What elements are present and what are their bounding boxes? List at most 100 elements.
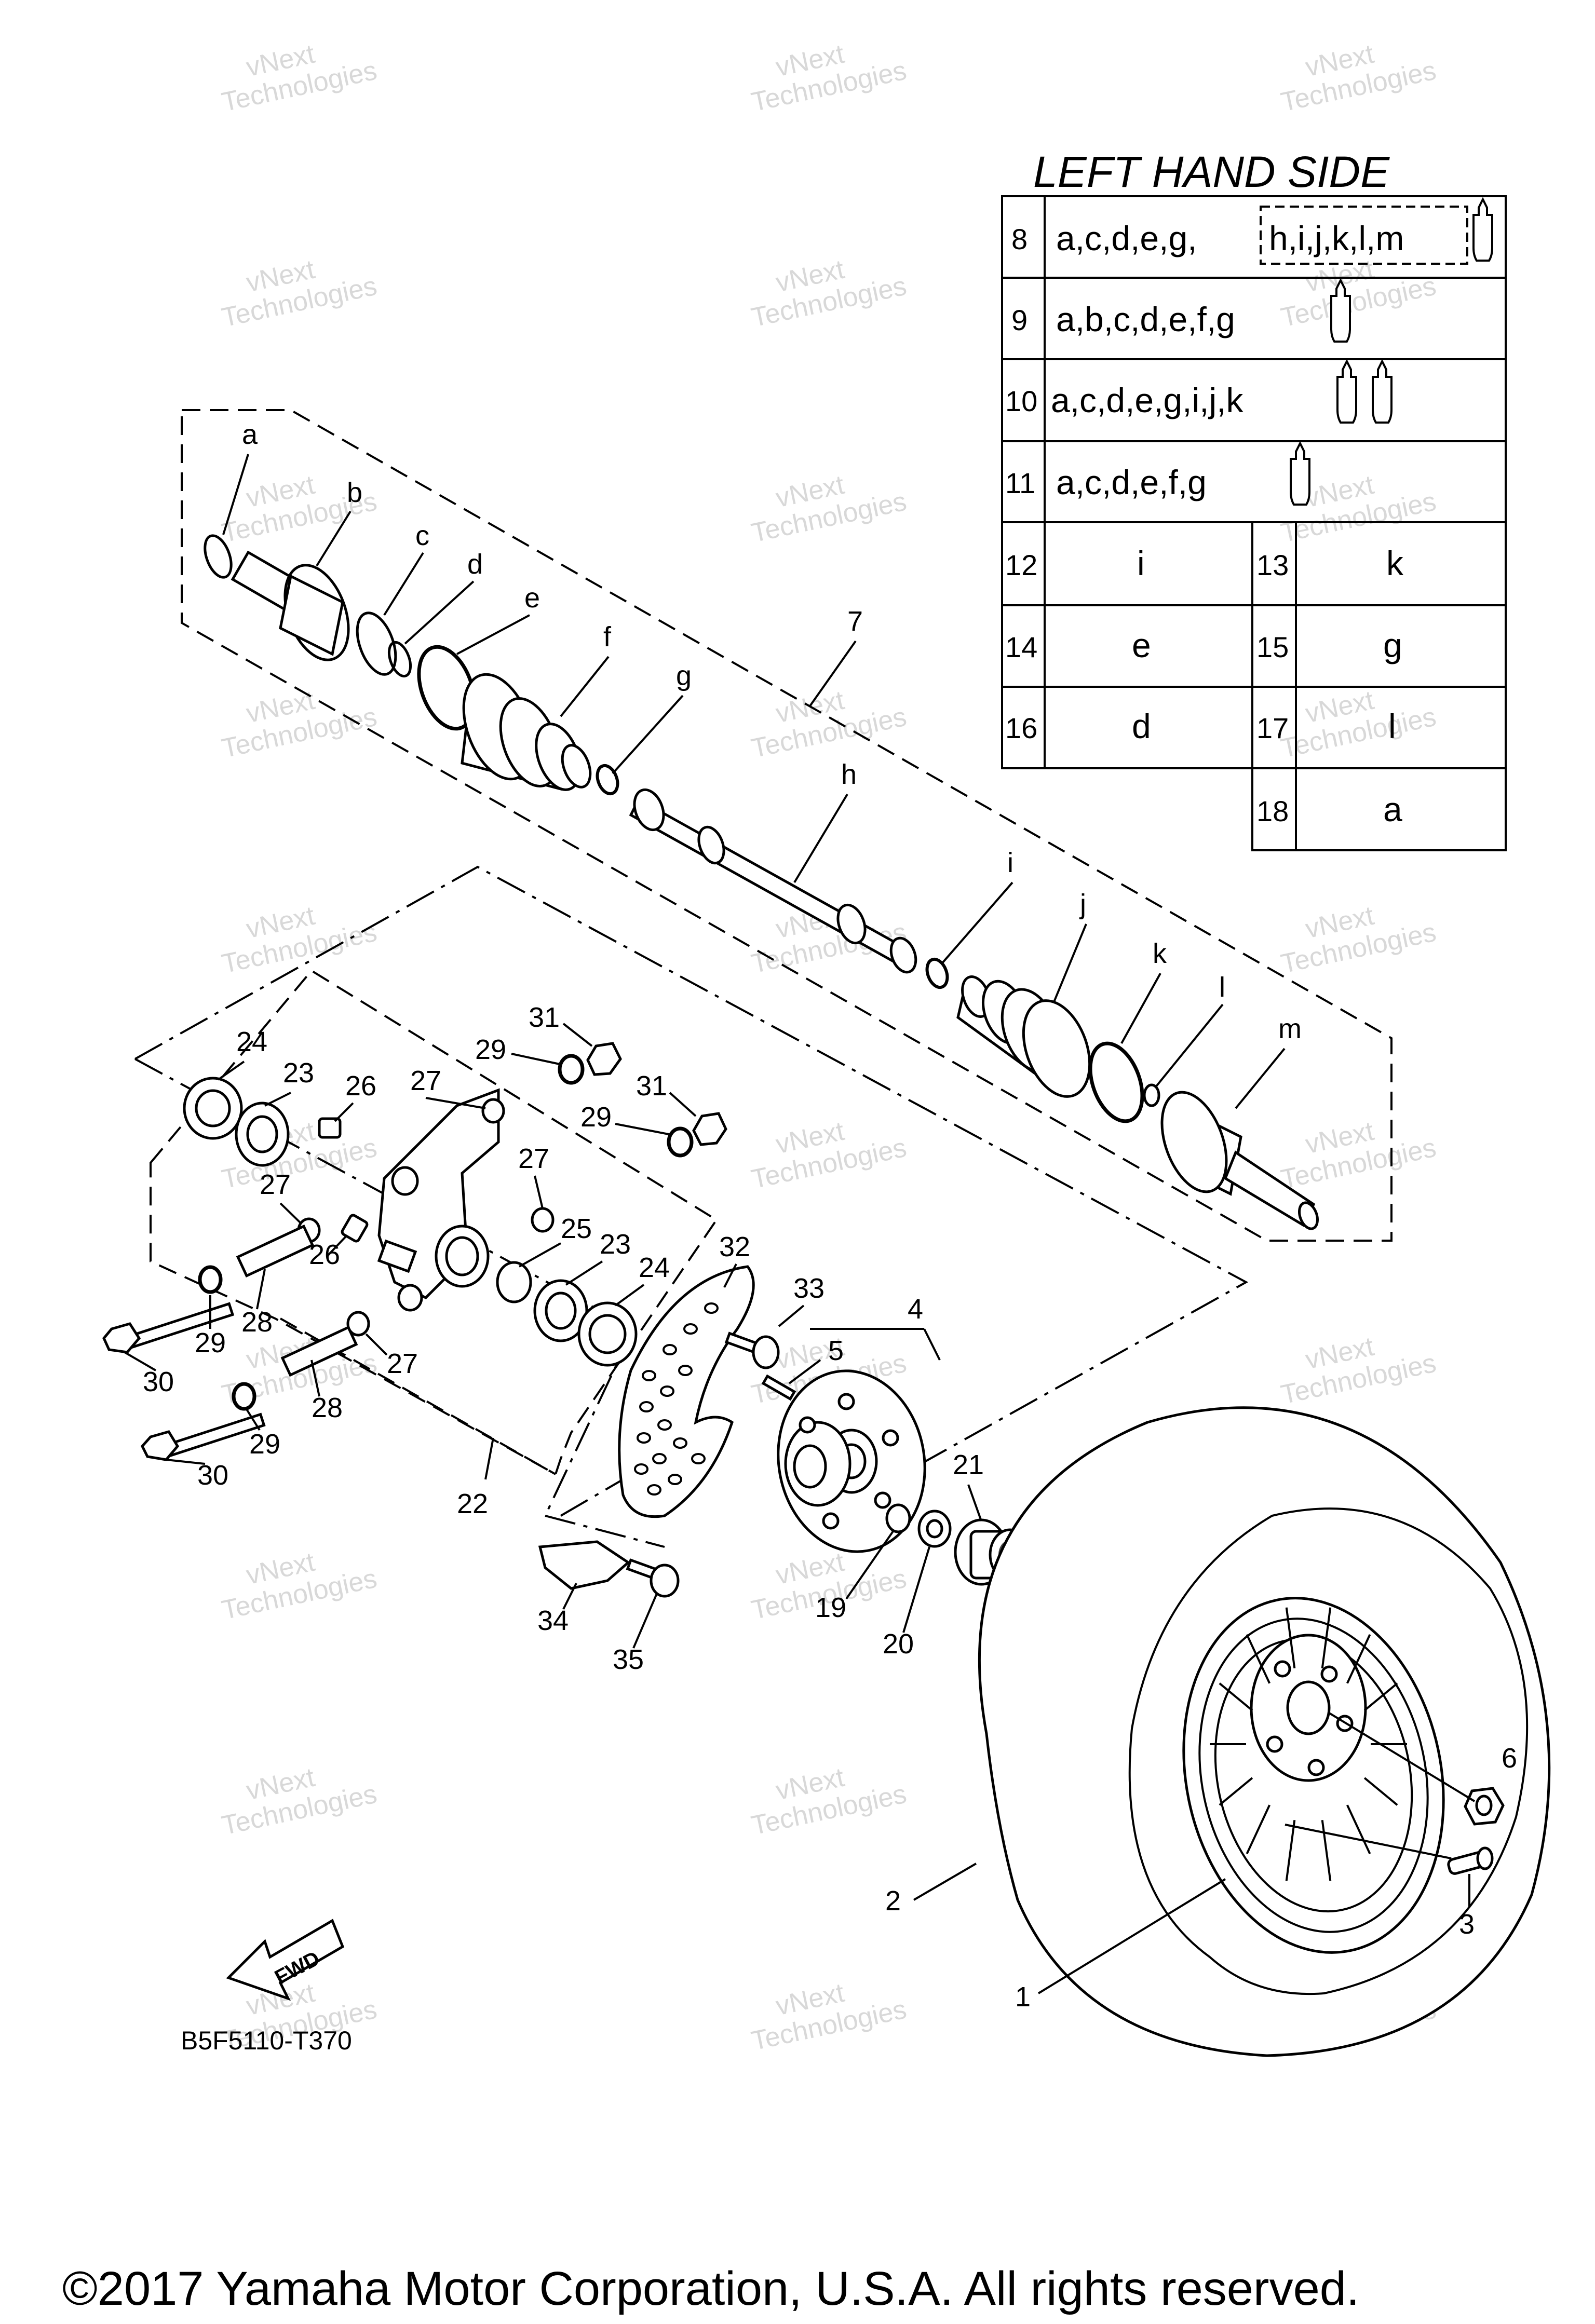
- rim-spoke: [1346, 1804, 1371, 1854]
- table-row-8-parts: a,c,d,e,g,: [1056, 219, 1197, 257]
- label-27: 27: [518, 1143, 549, 1174]
- label-m: m: [1278, 1013, 1302, 1044]
- wheel-rim-1: [1182, 1597, 1445, 1954]
- label-c: c: [415, 520, 429, 551]
- brake-disc-32: [618, 1265, 755, 1518]
- grease-tube-icon: [1336, 359, 1357, 424]
- disc-hole: [704, 1302, 719, 1314]
- label-28: 28: [312, 1392, 343, 1423]
- wheel-hub-4: [777, 1369, 926, 1553]
- label-34: 34: [537, 1605, 569, 1636]
- bushing-27: [531, 1207, 555, 1233]
- label-30: 30: [197, 1460, 228, 1491]
- label-f: f: [603, 621, 612, 653]
- band-e: [417, 645, 476, 731]
- rim-spoke: [1363, 1682, 1398, 1711]
- knuckle-group-boundary: [150, 969, 718, 1476]
- drive-shaft-h: [629, 788, 917, 974]
- label-4: 4: [908, 1294, 923, 1325]
- table-row-12-parts: i: [1137, 544, 1145, 582]
- rim-spoke: [1321, 1819, 1332, 1881]
- label-g: g: [676, 660, 692, 691]
- knuckle-parts: [102, 1042, 727, 1461]
- knuckle-assembly-boundary: [134, 865, 1249, 1480]
- label-7: 7: [847, 606, 863, 637]
- table-row-8-number: 8: [1011, 223, 1028, 255]
- boot-j: [956, 975, 1091, 1098]
- washer-29: [558, 1054, 585, 1085]
- boot-f: [461, 673, 592, 791]
- label-27: 27: [387, 1348, 418, 1379]
- label-l: l: [1219, 972, 1225, 1003]
- rim-spoke: [1285, 1819, 1296, 1881]
- table-row-18-number: 18: [1256, 795, 1289, 827]
- label-2: 2: [885, 1885, 901, 1917]
- disc-hole: [657, 1419, 672, 1431]
- forward-arrow-icon: FWD: [226, 1919, 345, 2001]
- sleeve-28: [280, 1325, 358, 1377]
- grease-tube-icon: [1330, 278, 1351, 343]
- disc-hole: [678, 1365, 693, 1376]
- rim-spoke: [1285, 1607, 1296, 1669]
- washer-29: [232, 1382, 256, 1411]
- sleeve-28: [236, 1224, 315, 1278]
- label-24: 24: [639, 1252, 670, 1283]
- table-row-11-number: 11: [1005, 467, 1035, 499]
- disc-hole: [637, 1432, 651, 1444]
- label-33: 33: [793, 1273, 824, 1304]
- label-d: d: [467, 549, 483, 580]
- hub-callouts: 19 20 21: [815, 1449, 984, 1660]
- rim-spoke: [1346, 1634, 1371, 1684]
- copyright-notice: ©2017 Yamaha Motor Corporation, U.S.A. A…: [62, 2262, 1359, 2315]
- grease-tube-icon: [1290, 441, 1310, 506]
- bracket-callouts: 34 35: [537, 1583, 658, 1675]
- table-title: LEFT HAND SIDE: [1033, 147, 1390, 196]
- clip-d: [387, 641, 412, 678]
- knuckle-body: [377, 1088, 500, 1312]
- label-19: 19: [815, 1592, 846, 1623]
- label-29: 29: [195, 1327, 226, 1358]
- lug-nut-6: [1464, 1787, 1505, 1826]
- grease-tube-icon: [1372, 359, 1393, 424]
- disc-hole: [642, 1370, 656, 1381]
- table-row-11-parts: a,c,d,e,f,g: [1056, 463, 1207, 501]
- grease-nipple-26: [341, 1214, 369, 1243]
- driveshaft-group-boundary: [181, 409, 1393, 1242]
- label-31: 31: [636, 1070, 667, 1102]
- legend-table: 8 a,c,d,e,g, h,i,j,k,l,m 9 a,b,c,d,e,f,g…: [1000, 195, 1507, 852]
- label-20: 20: [883, 1628, 914, 1660]
- bolt-30: [102, 1302, 235, 1354]
- disc-hole: [634, 1463, 648, 1475]
- label-a: a: [242, 419, 258, 450]
- disc-hole: [652, 1453, 667, 1464]
- rim-spoke: [1363, 1777, 1398, 1806]
- circlip-a: [204, 534, 233, 579]
- screw-35: [626, 1558, 680, 1598]
- disc-hole: [673, 1437, 687, 1449]
- table-row-14-parts: e: [1132, 626, 1151, 664]
- driveshaft-callouts: a b c d e f g 7 h i j k l m: [222, 419, 1302, 1109]
- screw-33: [724, 1331, 780, 1369]
- label-35: 35: [613, 1644, 644, 1675]
- diagram-code: B5F5110-T370: [181, 2026, 352, 2055]
- label-j: j: [1079, 889, 1086, 920]
- table-row-13-parts: k: [1386, 544, 1404, 582]
- table-row-15-parts: g: [1383, 626, 1402, 664]
- disc-hole: [663, 1344, 677, 1355]
- washer-29: [667, 1126, 694, 1158]
- nut-31: [586, 1042, 622, 1076]
- bushing-27: [481, 1098, 505, 1124]
- table-row-18-parts: a: [1383, 790, 1402, 828]
- label-30: 30: [143, 1366, 174, 1397]
- bracket-34: [538, 1540, 631, 1590]
- table-row-9-number: 9: [1011, 304, 1028, 336]
- label-23: 23: [600, 1229, 631, 1260]
- rim-spoke: [1219, 1682, 1253, 1711]
- disc-hole: [660, 1385, 674, 1397]
- label-29: 29: [249, 1429, 280, 1460]
- label-23: 23: [283, 1057, 314, 1089]
- label-k: k: [1153, 938, 1167, 969]
- nut-31: [692, 1112, 727, 1146]
- table-row-8-boxed-parts: h,i,j,k,l,m: [1269, 219, 1404, 257]
